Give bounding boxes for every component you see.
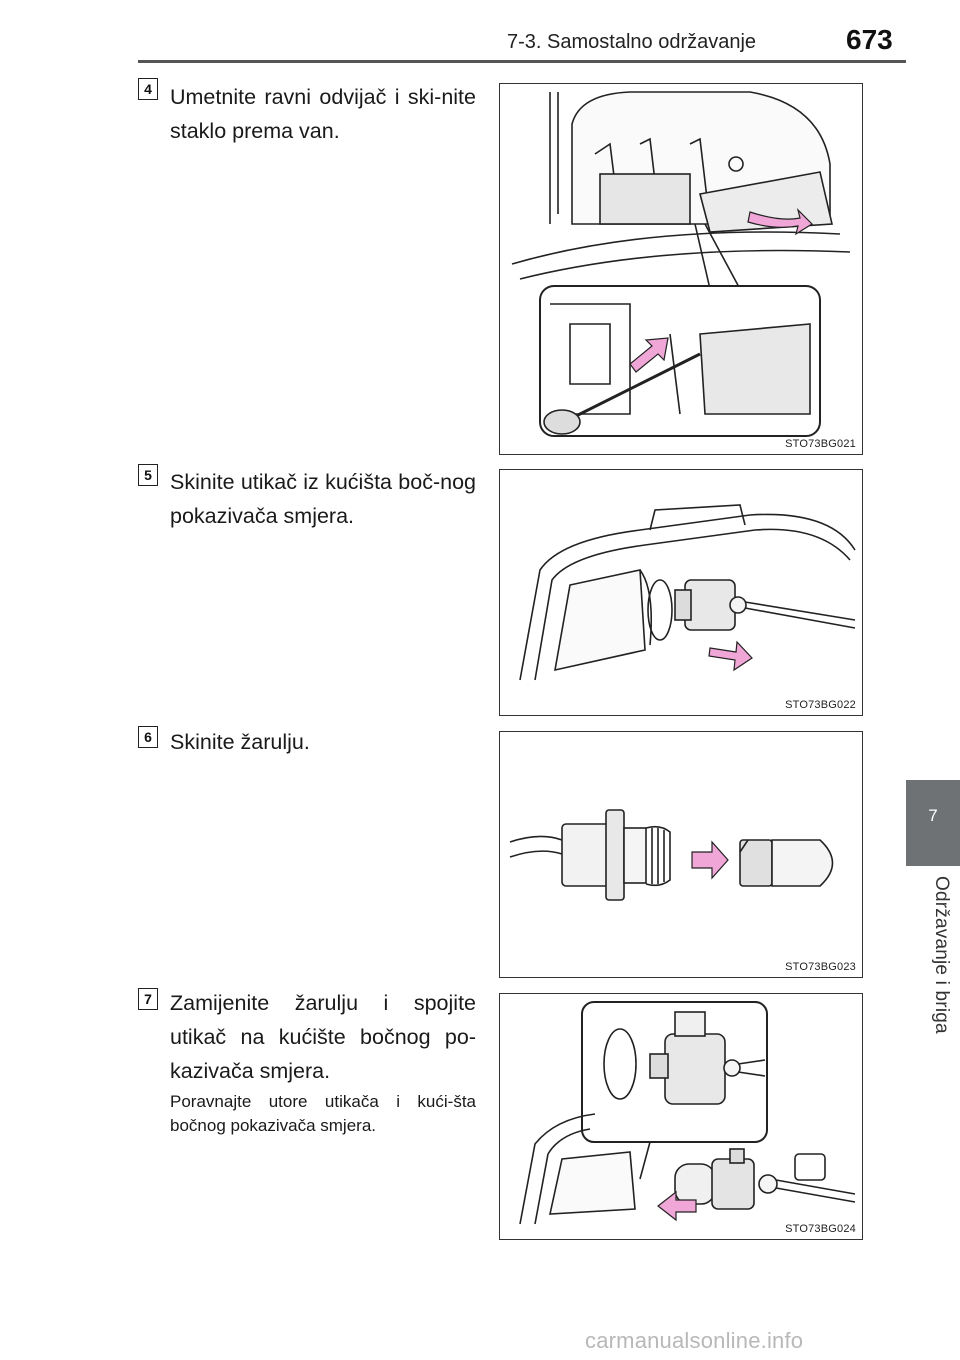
page-header: 7-3. Samostalno održavanje 673 xyxy=(0,0,960,63)
step-number-4: 4 xyxy=(138,78,158,100)
step-7-text: Zamijenite žarulju i spojite utikač na k… xyxy=(170,991,476,1083)
header-divider xyxy=(138,60,906,63)
socket-removal-illustration xyxy=(519,504,856,681)
figure-step-4: STO73BG021 xyxy=(499,83,863,455)
chapter-tab: 7 xyxy=(906,780,960,866)
figure-code: STO73BG022 xyxy=(785,699,856,711)
figure-code: STO73BG023 xyxy=(785,961,856,973)
figure-code: STO73BG024 xyxy=(785,1223,856,1235)
figure-step-5: STO73BG022 xyxy=(499,469,863,716)
step-5-text: Skinite utikač iz kućišta boč-nog pokazi… xyxy=(170,470,476,528)
chapter-number: 7 xyxy=(928,806,938,825)
bulb-removal-illustration xyxy=(509,809,834,901)
mirror-glass-removal-illustration xyxy=(511,91,851,437)
figure-code: STO73BG021 xyxy=(785,438,856,450)
bulb-installation-illustration xyxy=(519,1001,856,1225)
step-6-text: Skinite žarulju. xyxy=(170,730,310,754)
page-number: 673 xyxy=(846,24,893,55)
figure-step-6: STO73BG023 xyxy=(499,731,863,978)
step-number-7: 7 xyxy=(138,988,158,1010)
figure-step-7: STO73BG024 xyxy=(499,993,863,1240)
step-number-6: 6 xyxy=(138,726,158,748)
chapter-label: Održavanje i briga xyxy=(931,876,952,1034)
watermark: carmanualsonline.info xyxy=(585,1328,804,1353)
step-4-text: Umetnite ravni odvijač i ski-nite staklo… xyxy=(170,85,476,143)
step-7-note: Poravnajte utore utikača i kući-šta bočn… xyxy=(170,1092,476,1135)
step-number-5: 5 xyxy=(138,464,158,486)
section-title: 7-3. Samostalno održavanje xyxy=(507,31,757,53)
